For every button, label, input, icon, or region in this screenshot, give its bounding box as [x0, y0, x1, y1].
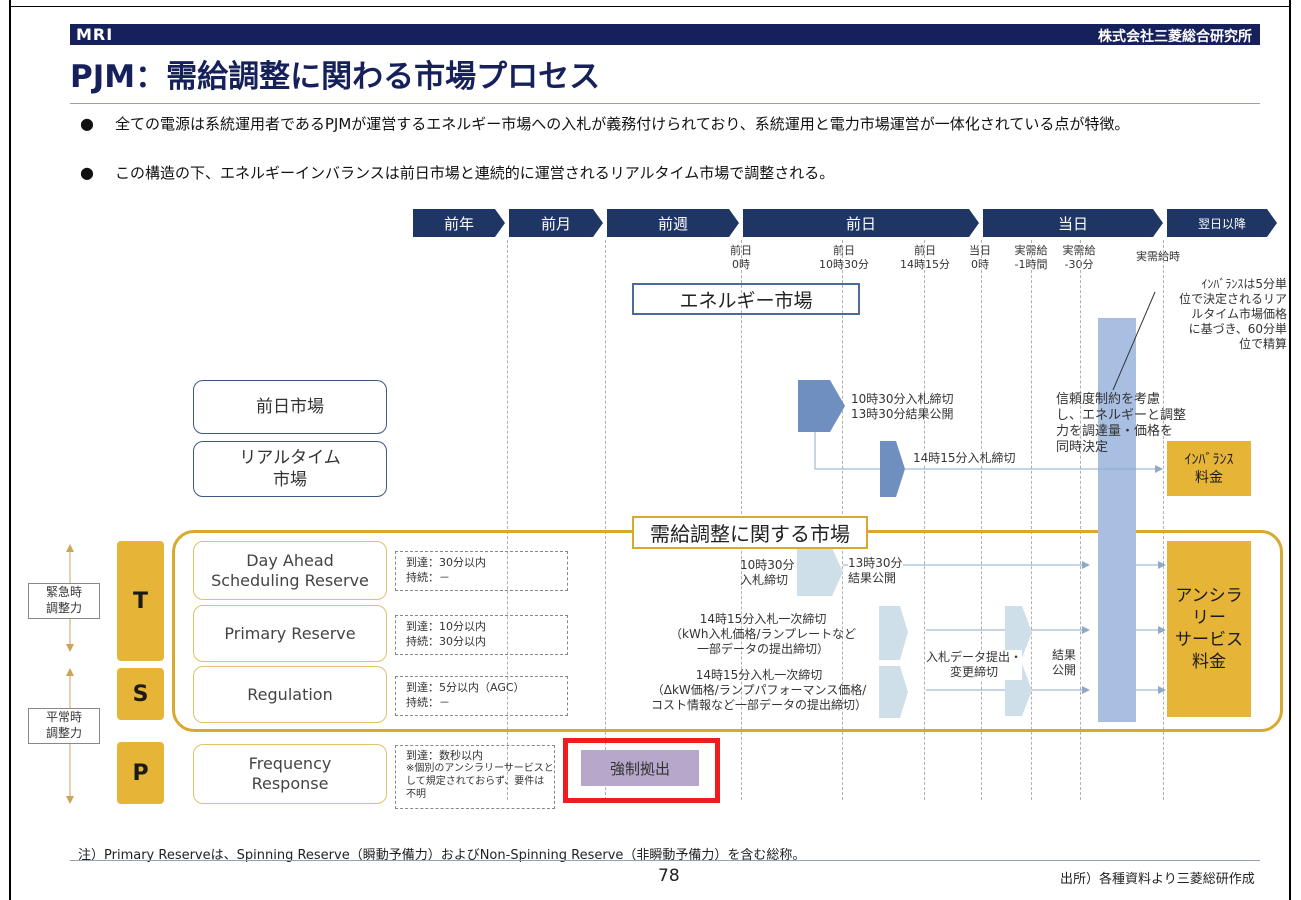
page-border-right	[1289, 0, 1291, 900]
energy-market-title: エネルギー市場	[632, 283, 860, 315]
letter-p-box: P	[117, 742, 164, 804]
rt-note: 14時15分入札締切	[913, 451, 1016, 466]
footnote: 注）Primary Reserveは、Spinning Reserve（瞬動予備…	[78, 848, 806, 863]
highlight-frame	[563, 738, 720, 803]
timeline-prev-week: 前週	[607, 209, 739, 237]
guide-line	[1163, 240, 1164, 800]
bullet-dot-icon: ●	[80, 163, 94, 182]
spec-dasr: 到達：30分以内持続：－	[395, 551, 568, 591]
time-label: 実需給-30分	[1062, 244, 1096, 271]
product-primary-reserve: Primary Reserve	[193, 605, 387, 662]
realtime-bid-shape	[880, 441, 905, 497]
primary-bid-note: 14時15分入札一次締切（kWh入札価格/ランプレートなど一部データの提出締切）	[670, 612, 857, 656]
realtime-dispatch-pillar	[1098, 318, 1136, 722]
timeline-prev-year: 前年	[413, 209, 505, 237]
letter-s-box: S	[117, 668, 164, 720]
letter-t-box: T	[117, 541, 164, 661]
imbalance-note: ｲﾝﾊﾞﾗﾝｽは5分単位で決定されるリアルタイム市場価格に基づき、60分単位で精…	[1178, 277, 1287, 351]
product-regulation: Regulation	[193, 666, 387, 723]
bullet-dot-icon: ●	[80, 114, 94, 133]
bullet-1: ● 全ての電源は系統運用者であるPJMが運営するエネルギー市場への入札が義務付け…	[80, 113, 1280, 159]
guide-line	[605, 240, 606, 800]
timeline-label: 前日	[845, 214, 876, 233]
ancillary-fee-box: アンシラリーサービス料金	[1167, 541, 1251, 717]
slide-title: PJM：需給調整に関わる市場プロセス	[70, 59, 601, 95]
spec-regulation: 到達：5分以内（AGC）持続：－	[395, 676, 568, 716]
spec-frequency-response: 到達：数秒以内 ※個別のアンシラリーサービスとして規定されておらず、要件は不明	[395, 745, 555, 809]
spec-primary-reserve: 到達：10分以内持続：30分以内	[395, 615, 568, 655]
guide-line	[507, 240, 508, 800]
normal-capacity-label: 平常時調整力	[28, 708, 100, 744]
dasr-result-note: 13時30分結果公開	[848, 556, 903, 586]
company-name: 株式会社三菱総合研究所	[1098, 29, 1252, 45]
day-ahead-bid-shape	[798, 380, 845, 432]
timeline-label: 当日	[1057, 214, 1088, 233]
time-label: 実需給時	[1136, 250, 1180, 263]
constraint-note: 信頼度制約を考慮し、エネルギーと調整力を調達量・価格を同時決定	[1056, 392, 1187, 455]
realtime-market-box: リアルタイム市場	[193, 441, 387, 497]
realtime-market-label: リアルタイム市場	[239, 448, 341, 490]
timeline-prev-month: 前月	[509, 209, 603, 237]
day-ahead-market-label: 前日市場	[256, 397, 324, 417]
timeline-next-day: 翌日以降	[1167, 209, 1277, 237]
bullet-text: 全ての電源は系統運用者であるPJMが運営するエネルギー市場への入札が義務付けられ…	[115, 115, 1130, 133]
bullet-text: この構造の下、エネルギーインバランスは前日市場と連続的に運営されるリアルタイム市…	[115, 164, 835, 182]
forced-contribution-box: 強制拠出	[581, 750, 699, 786]
footer-divider	[70, 860, 1260, 861]
imbalance-fee-box: ｲﾝﾊﾞﾗﾝｽ料金	[1167, 441, 1251, 496]
guide-line	[924, 240, 925, 800]
timeline-prev-day: 前日	[743, 209, 979, 237]
timeline-label: 前月	[540, 214, 571, 233]
day-ahead-market-box: 前日市場	[193, 380, 387, 434]
supply-market-title: 需給調整に関する市場	[632, 516, 868, 549]
guide-line	[1080, 240, 1081, 800]
dasr-bid-note: 10時30分入札締切	[740, 558, 795, 587]
mri-logo: MRI	[76, 25, 114, 44]
timeline-label: 翌日以降	[1197, 216, 1246, 231]
bullet-2: ● この構造の下、エネルギーインバランスは前日市場と連続的に運営されるリアルタイ…	[80, 162, 1280, 186]
guide-line	[1031, 240, 1032, 800]
timeline-today: 当日	[983, 209, 1163, 237]
page-border-top	[9, 6, 1291, 7]
timeline-label: 前週	[657, 214, 688, 233]
page-number: 78	[658, 866, 680, 886]
guide-line	[981, 240, 982, 800]
result-note: 結果公開	[1052, 648, 1077, 677]
header-bar: MRI 株式会社三菱総合研究所	[70, 24, 1260, 45]
regulation-bid-note: 14時15分入札一次締切（ΔkW価格/ランプパフォーマンス価格/コスト情報など一…	[651, 668, 868, 712]
page-border-left	[9, 0, 11, 900]
emergency-capacity-label: 緊急時調整力	[28, 583, 100, 619]
bid-change-note: 入札データ提出・変更締切	[926, 650, 1023, 680]
source-note: 出所）各種資料より三菱総研作成	[1060, 872, 1255, 887]
title-divider	[70, 103, 1260, 104]
timeline-label: 前年	[443, 214, 474, 233]
